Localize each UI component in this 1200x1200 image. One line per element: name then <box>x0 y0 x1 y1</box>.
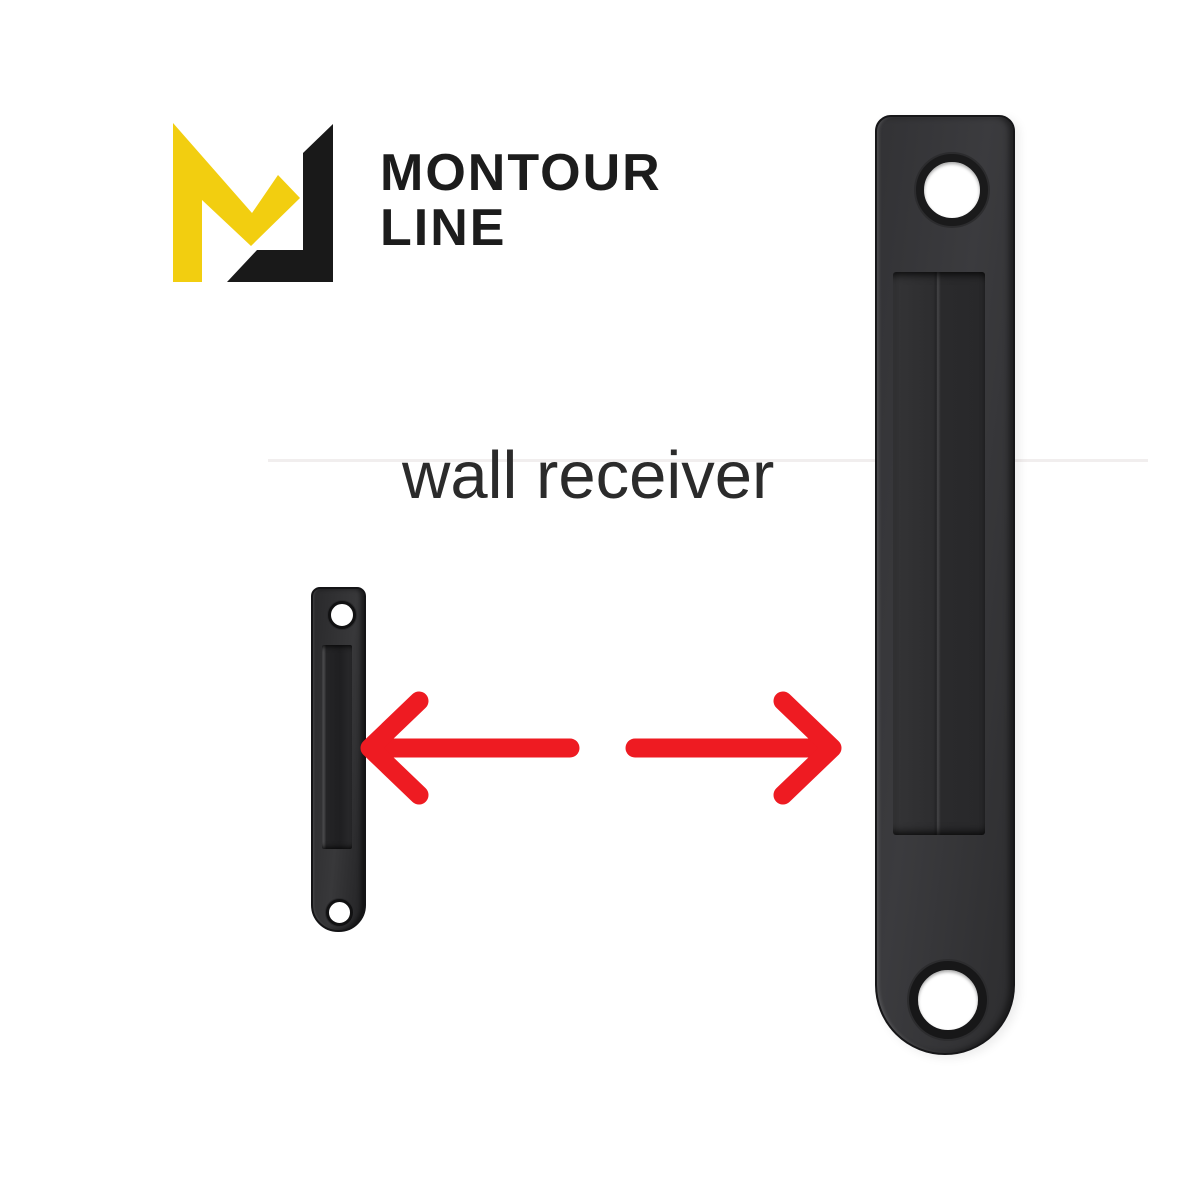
brand-wordmark-line1: MONTOUR <box>380 144 662 202</box>
small-receiver-clip-bar <box>322 645 352 849</box>
logo-black-l-shape <box>227 124 333 282</box>
brand-wordmark-line2: LINE <box>380 199 507 257</box>
caption-wall-receiver: wall receiver <box>402 438 775 513</box>
small-receiver-screw-hole-top <box>328 601 356 629</box>
large-receiver-screw-hole-bottom <box>909 961 987 1039</box>
zoom-arrows <box>360 691 842 805</box>
right-arrow-icon <box>625 691 842 805</box>
large-receiver-clip-bar <box>893 272 985 835</box>
small-receiver-photo <box>311 587 366 932</box>
background-seam-line <box>268 459 1148 462</box>
large-receiver-screw-hole-top <box>916 154 988 226</box>
brand-wordmark: MONTOUR LINE <box>380 146 662 256</box>
logo-yellow-m-shape <box>173 123 300 282</box>
montour-line-logo-icon <box>173 123 333 282</box>
left-arrow-icon <box>360 691 580 805</box>
large-receiver-photo <box>875 115 1015 1055</box>
small-receiver-screw-hole-bottom <box>326 899 353 926</box>
